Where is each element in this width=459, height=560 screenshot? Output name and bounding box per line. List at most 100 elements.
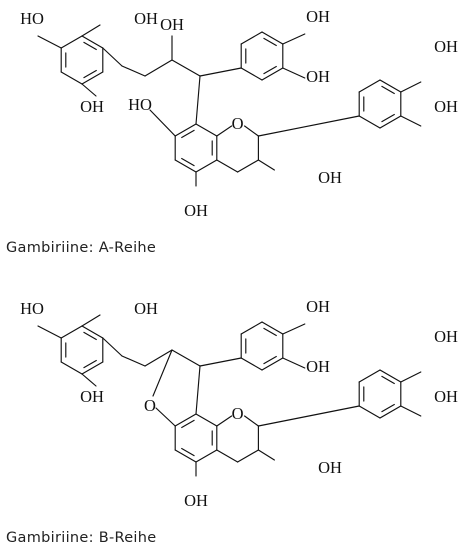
double-bond-line	[181, 447, 195, 457]
double-bond-line	[181, 419, 195, 429]
bond-ho-a1	[37, 35, 62, 49]
bond-oh-a2	[81, 24, 101, 37]
bond-c2-ring-e	[257, 405, 360, 427]
bond-oh-d2	[282, 67, 306, 79]
oh-label: OH	[434, 97, 458, 116]
ring-bond	[81, 361, 104, 375]
bond-c3-c4	[237, 159, 259, 173]
bond-c3-c4	[237, 449, 259, 463]
bond-o-c2	[244, 415, 259, 427]
ring-bond	[174, 123, 197, 137]
ho-label: HO	[128, 95, 152, 114]
oh-label: OH	[434, 387, 458, 406]
oh-label: OH	[134, 299, 158, 318]
oh-label: OH	[434, 327, 458, 346]
ring-bond	[60, 325, 83, 339]
ring-bond	[358, 115, 381, 129]
ring-bond	[195, 123, 218, 137]
caption-b-reihe: Gambiriine: B-Reihe	[6, 530, 157, 546]
oh-label: OH	[306, 67, 330, 86]
ring-bond	[174, 159, 197, 173]
bond-ch-ring-d	[199, 67, 242, 77]
bond-a-ch2	[102, 47, 123, 67]
bond-c3-oh	[257, 159, 275, 171]
ring-bond	[60, 361, 83, 375]
ring-bond	[60, 71, 83, 85]
bond-ho-a1	[37, 325, 62, 339]
bond-oh-a3	[81, 373, 97, 387]
bond-c4-c4a	[216, 449, 239, 463]
ring-bond	[358, 79, 381, 93]
oh-label: OH	[306, 297, 330, 316]
ring-bond	[379, 405, 402, 419]
bond-ch-c8	[195, 365, 201, 415]
bond-oh-e1	[400, 81, 422, 93]
ring-bond	[195, 449, 218, 463]
oh-label: OH	[80, 387, 104, 406]
double-bond-line	[181, 129, 195, 139]
ring-bond	[81, 325, 104, 339]
bond-o-c7	[155, 407, 176, 427]
bond-oh-d1	[282, 323, 306, 335]
ring-bond	[60, 35, 83, 49]
double-bond-line	[83, 41, 97, 51]
oh-label: OH	[306, 7, 330, 26]
double-bond-line	[381, 113, 395, 123]
ring-oxygen-label: O	[232, 404, 244, 423]
bond-o-c2	[244, 125, 259, 137]
ring-bond	[81, 71, 104, 85]
ring-bond	[174, 413, 197, 427]
ring-bond	[261, 67, 284, 81]
oh-label: OH	[160, 15, 184, 34]
bond-ch-o-furan	[152, 349, 173, 397]
ring-bond	[240, 321, 263, 335]
oh-label: OH	[318, 458, 342, 477]
bond-oh-e1	[400, 371, 422, 383]
bond-oh-a2	[81, 314, 101, 327]
double-bond-line	[83, 69, 97, 79]
oh-label: OH	[134, 9, 158, 28]
double-bond-line	[83, 331, 97, 341]
double-bond-line	[263, 327, 277, 337]
ring-bond	[358, 369, 381, 383]
oh-label: OH	[318, 168, 342, 187]
bond-ch2-choh	[144, 59, 173, 77]
ring-bond	[261, 357, 284, 371]
bond-c7-ho	[149, 109, 176, 137]
bond-choh-ch	[171, 59, 201, 77]
bond-c8a-o	[216, 415, 233, 427]
bond-ch-ring-d	[199, 357, 242, 367]
bond-ch2	[121, 65, 146, 77]
ring-bond	[261, 321, 284, 335]
bond-c8a-o	[216, 125, 233, 137]
oh-label: OH	[184, 491, 208, 510]
double-bond-line	[381, 403, 395, 413]
oh-label: OH	[80, 97, 104, 116]
bond-c4-c4a	[216, 159, 239, 173]
double-bond-line	[263, 37, 277, 47]
ring-oxygen-label: O	[232, 114, 244, 133]
bond-oh-e2	[400, 115, 422, 127]
furan-oxygen-label: O	[144, 396, 156, 415]
ho-label: HO	[20, 9, 44, 28]
oh-label: OH	[184, 201, 208, 220]
ring-bond	[195, 413, 218, 427]
bond-oh-d1	[282, 33, 306, 45]
bond-oh-d2	[282, 357, 306, 369]
bond-c3-oh	[257, 449, 275, 461]
double-bond-line	[381, 375, 395, 385]
oh-label: OH	[434, 37, 458, 56]
bond-a-ch2	[102, 337, 123, 357]
ring-bond	[240, 31, 263, 45]
bond-oh-e2	[400, 405, 422, 417]
ring-bond	[174, 449, 197, 463]
double-bond-line	[263, 65, 277, 75]
bond-ch-c8	[195, 75, 201, 125]
bond-oh-a3	[81, 83, 97, 97]
double-bond-line	[263, 355, 277, 365]
oh-label: OH	[306, 357, 330, 376]
ring-bond	[81, 35, 104, 49]
double-bond-line	[83, 359, 97, 369]
